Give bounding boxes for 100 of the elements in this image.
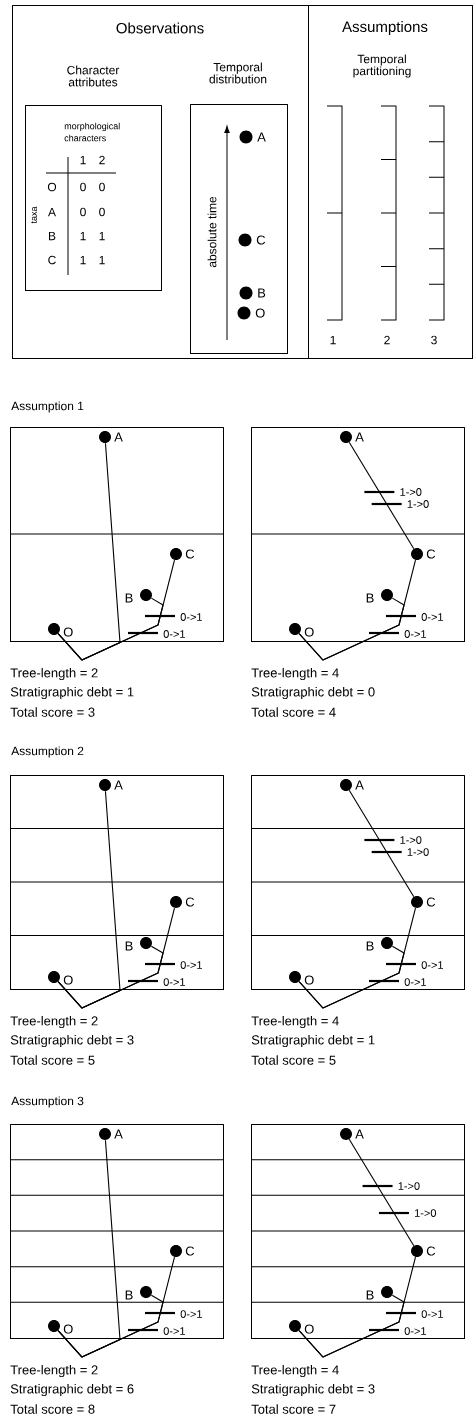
- score-text: Tree-length = 4: [251, 667, 339, 681]
- panel-title: Observations: [116, 22, 204, 34]
- character-change-label: 1->0: [407, 848, 429, 856]
- taxon-letter: O: [255, 308, 265, 318]
- tree-branch: [348, 789, 415, 898]
- taxon-letter: O: [63, 975, 73, 985]
- character-change-label: 1->0: [415, 1209, 436, 1217]
- taxon-letter: B: [366, 1290, 374, 1300]
- taxon-letter: C: [256, 235, 266, 245]
- character-change-label: 0->1: [421, 1310, 443, 1318]
- panel-title: Assumptions: [342, 21, 428, 35]
- table-header: morphological characters: [64, 122, 120, 142]
- character-change-label: 0->1: [180, 1310, 202, 1318]
- taxon-letter: C: [185, 549, 195, 559]
- score-text: Stratigraphic debt = 6: [10, 1383, 134, 1397]
- taxon-letter: O: [304, 1324, 314, 1334]
- score-text: Tree-length = 4: [251, 1364, 339, 1378]
- tree-branch: [298, 559, 417, 661]
- table-header: 2: [99, 155, 105, 165]
- table-cell: O: [47, 182, 57, 192]
- score-text: Total score = 8: [10, 1404, 95, 1414]
- taxon-letter: B: [258, 288, 266, 298]
- score-text: Stratigraphic debt = 3: [251, 1383, 375, 1397]
- table-cell: 1: [80, 231, 86, 241]
- section-heading: Temporal distribution: [209, 62, 267, 84]
- taxon-letter: A: [114, 780, 123, 790]
- character-change-label: 0->1: [404, 1327, 426, 1335]
- character-change-label: 0->1: [163, 978, 185, 986]
- bracket-number: 1: [330, 335, 336, 345]
- table-cell: 1: [80, 255, 86, 265]
- taxon-letter: B: [125, 1290, 133, 1300]
- tree-branch: [348, 1138, 415, 1247]
- table-cell: A: [48, 207, 56, 217]
- taxon-letter: C: [426, 549, 436, 559]
- tree-branch: [57, 907, 176, 1009]
- score-text: Total score = 7: [251, 1404, 336, 1414]
- score-text: Tree-length = 2: [10, 1364, 98, 1378]
- table-cell: C: [48, 255, 56, 265]
- table-cell: 0: [80, 207, 86, 217]
- bracket-number: 2: [384, 335, 390, 345]
- taxon-letter: B: [125, 941, 133, 951]
- section-heading: Assumption 2: [11, 746, 84, 758]
- tree-branch: [348, 441, 415, 550]
- score-text: Stratigraphic debt = 1: [251, 1034, 375, 1048]
- character-change-label: 0->1: [163, 630, 185, 638]
- character-change-label: 1->0: [400, 488, 422, 496]
- taxon-letter: C: [426, 1246, 436, 1256]
- table-cell: B: [49, 231, 56, 241]
- axis-label: absolute time: [207, 196, 217, 268]
- character-change-label: 0->1: [180, 961, 202, 969]
- score-text: Tree-length = 4: [251, 1015, 339, 1029]
- tree-branch: [298, 907, 417, 1009]
- taxon-letter: C: [185, 897, 195, 907]
- table-cell: 0: [99, 182, 105, 192]
- character-change-label: 0->1: [404, 630, 426, 638]
- character-change-label: 0->1: [421, 613, 443, 621]
- score-text: Total score = 3: [10, 707, 95, 717]
- table-cell: 0: [99, 207, 105, 217]
- character-change-label: 0->1: [421, 961, 443, 969]
- tree-branch: [57, 559, 176, 661]
- table-cell: 1: [99, 255, 105, 265]
- character-change-label: 0->1: [163, 1327, 185, 1335]
- taxon-letter: B: [366, 593, 374, 603]
- bracket-number: 3: [431, 335, 437, 345]
- taxon-letter: B: [125, 593, 133, 603]
- table-header: taxa: [31, 206, 37, 224]
- taxon-letter: A: [355, 432, 364, 442]
- score-text: Stratigraphic debt = 1: [10, 686, 134, 700]
- taxon-letter: A: [114, 1129, 123, 1139]
- score-text: Total score = 5: [251, 1055, 336, 1065]
- character-change-label: 0->1: [404, 978, 426, 986]
- table-header: 1: [80, 155, 86, 165]
- table-cell: 1: [99, 231, 105, 241]
- taxon-letter: C: [426, 897, 436, 907]
- tree-branch: [57, 1256, 176, 1358]
- taxon-letter: A: [355, 1129, 364, 1139]
- section-heading: Assumption 3: [11, 1096, 84, 1108]
- taxon-letter: O: [63, 627, 73, 637]
- character-change-label: 0->1: [180, 613, 202, 621]
- character-change-label: 1->0: [400, 836, 422, 844]
- score-text: Total score = 4: [251, 707, 336, 717]
- taxon-letter: O: [63, 1324, 73, 1334]
- taxon-letter: O: [304, 627, 314, 637]
- score-text: Stratigraphic debt = 3: [10, 1034, 134, 1048]
- score-text: Stratigraphic debt = 0: [251, 686, 375, 700]
- character-change-label: 1->0: [398, 1182, 420, 1190]
- taxon-letter: B: [366, 941, 374, 951]
- taxon-letter: A: [257, 132, 266, 142]
- character-change-label: 1->0: [407, 500, 429, 508]
- section-heading: Assumption 1: [11, 401, 84, 413]
- table-cell: 0: [80, 182, 86, 192]
- section-heading: Character attributes: [67, 65, 120, 87]
- score-text: Total score = 5: [10, 1055, 95, 1065]
- score-text: Tree-length = 2: [10, 1015, 98, 1029]
- score-text: Tree-length = 2: [10, 667, 98, 681]
- taxon-letter: A: [114, 432, 123, 442]
- taxon-letter: O: [304, 975, 314, 985]
- taxon-letter: A: [355, 780, 364, 790]
- tree-branch: [298, 1256, 417, 1358]
- section-heading: Temporal partitioning: [353, 54, 411, 78]
